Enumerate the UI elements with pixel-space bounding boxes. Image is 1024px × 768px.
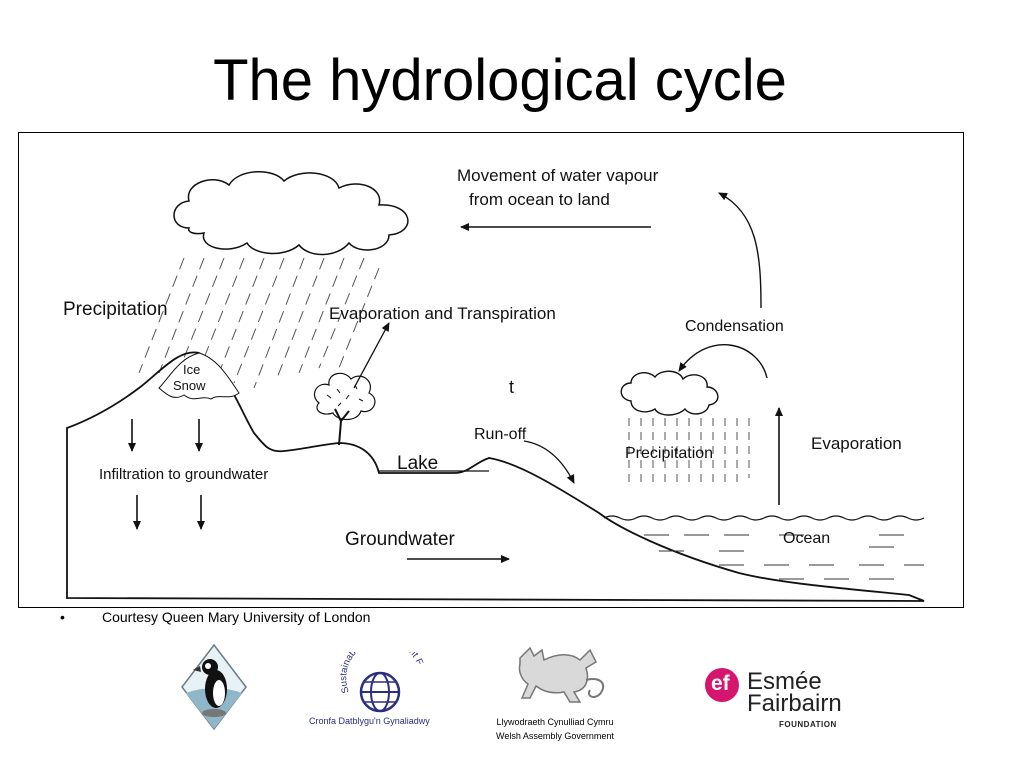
wag-line2: Welsh Assembly Government bbox=[496, 731, 614, 741]
label-evapotranspiration: Evaporation and Transpiration bbox=[329, 304, 556, 323]
label-ice: Ice bbox=[183, 362, 200, 377]
hydrological-cycle-diagram: Movement of water vapour from ocean to l… bbox=[18, 132, 964, 608]
evapotranspiration-arrow bbox=[353, 322, 390, 389]
wag-logo: Llywodraeth Cynulliad Cymru Welsh Assemb… bbox=[490, 640, 620, 741]
dragon-icon bbox=[518, 646, 605, 703]
ocean-dashes bbox=[644, 534, 924, 580]
label-evaporation: Evaporation bbox=[811, 434, 902, 453]
label-ocean: Ocean bbox=[783, 530, 830, 547]
rain-streaks-right bbox=[628, 418, 750, 488]
ef-name-line2: Fairbairn bbox=[747, 690, 842, 717]
ef-mark: ef bbox=[711, 672, 730, 695]
puffin-logo bbox=[181, 643, 247, 731]
credit-text: Courtesy Queen Mary University of London bbox=[102, 609, 371, 625]
rain-cloud-small bbox=[620, 370, 719, 416]
label-movement-line2: from ocean to land bbox=[469, 190, 610, 209]
runoff-arrow bbox=[523, 440, 575, 484]
ef-name-line1: Esmée bbox=[747, 668, 822, 695]
label-lake: Lake bbox=[397, 453, 438, 474]
label-stray-t: t bbox=[509, 377, 514, 397]
sdf-bottom-text: Cronfa Datblygu'n Gynaliadwy bbox=[309, 716, 430, 726]
sdf-top-text: Sustainable Development Fund bbox=[305, 652, 425, 695]
label-groundwater: Groundwater bbox=[345, 529, 456, 550]
diagram-canvas: Movement of water vapour from ocean to l… bbox=[63, 166, 925, 602]
condensation-upward-arrow bbox=[718, 192, 762, 309]
label-runoff: Run-off bbox=[474, 426, 527, 443]
label-infiltration: Infiltration to groundwater bbox=[99, 466, 268, 483]
wag-line1: Llywodraeth Cynulliad Cymru bbox=[496, 717, 614, 727]
snow-cap bbox=[158, 352, 240, 400]
label-precipitation-left: Precipitation bbox=[63, 299, 168, 320]
ef-circle-icon bbox=[705, 668, 739, 702]
label-snow: Snow bbox=[173, 378, 206, 393]
ef-foundation: FOUNDATION bbox=[779, 720, 837, 729]
label-condensation: Condensation bbox=[685, 318, 784, 335]
page-title: The hydrological cycle bbox=[213, 48, 787, 113]
credit-bullet: • bbox=[60, 609, 65, 625]
sdf-logo: Sustainable Development Fund Cronfa Datb… bbox=[305, 652, 430, 726]
rain-streaks-left bbox=[138, 257, 380, 389]
terrain-outline bbox=[66, 351, 925, 602]
esmee-fairbairn-logo: ef Esmée Fairbairn FOUNDATION bbox=[705, 668, 845, 738]
label-movement-line1: Movement of water vapour bbox=[457, 166, 659, 185]
credit-line: • Courtesy Queen Mary University of Londo… bbox=[60, 609, 370, 625]
ocean-surface bbox=[603, 515, 925, 521]
tree-icon bbox=[314, 372, 376, 446]
rain-cloud-large bbox=[173, 170, 409, 256]
condensation-arrow bbox=[678, 344, 768, 379]
label-precipitation-right: Precipitation bbox=[625, 445, 713, 462]
